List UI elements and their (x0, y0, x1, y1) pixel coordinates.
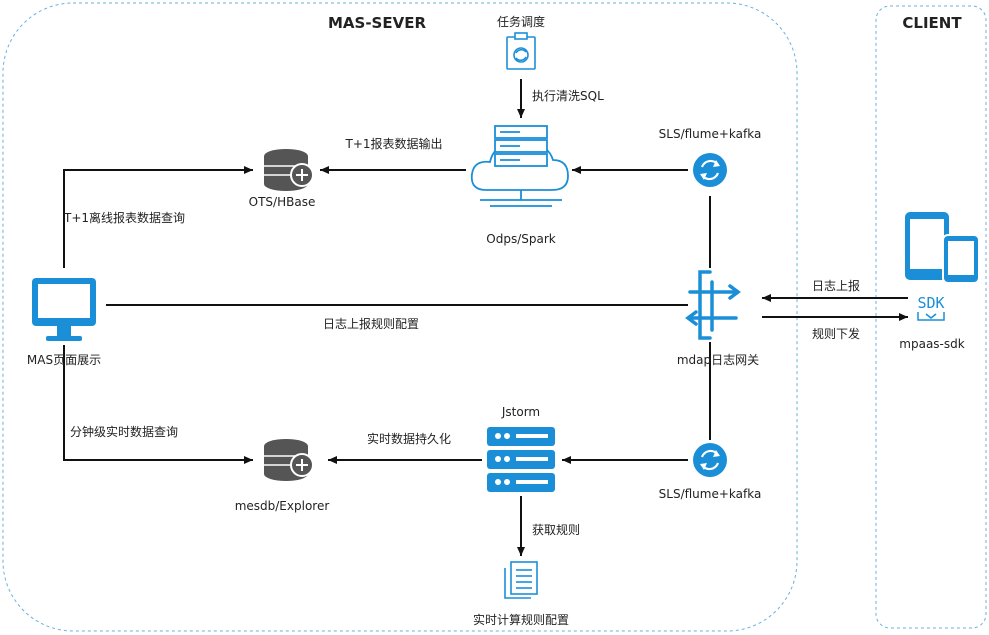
sync-icon-bottom (693, 443, 727, 477)
gateway-icon (685, 270, 741, 340)
monitor-icon (32, 278, 96, 341)
jstorm-label: Jstorm (501, 405, 540, 419)
scheduler-label: 任务调度 (497, 14, 545, 29)
edge-mas-to-ots (63, 166, 253, 268)
ots-label: OTS/HBase (249, 195, 316, 209)
sync-icon-top (693, 153, 727, 187)
connections (63, 79, 908, 556)
odps-label: Odps/Spark (486, 232, 555, 246)
get-rules-label: 获取规则 (532, 522, 580, 537)
client-title: CLIENT (902, 14, 962, 32)
log-rule-config-label: 日志上报规则配置 (323, 316, 419, 331)
server-rack-icon (487, 427, 555, 492)
server-boundary (2, 2, 798, 632)
database-icon (264, 149, 314, 191)
rule-dispatch-label: 规则下发 (812, 326, 860, 341)
sdk-glyph: SDK (917, 294, 944, 312)
mesdb-label: mesdb/Explorer (235, 499, 330, 513)
clipboard-icon (506, 32, 536, 70)
realtime-persist-label: 实时数据持久化 (367, 431, 451, 446)
log-report-label: 日志上报 (812, 278, 860, 293)
sdk-icon: SDK (917, 294, 945, 321)
mdap-label: mdap日志网关 (677, 353, 759, 367)
minute-query-label: 分钟级实时数据查询 (70, 424, 178, 439)
exec-sql-label: 执行清洗SQL (532, 89, 604, 103)
tablet-phone-icon (905, 212, 980, 284)
t1-query-label: T+1离线报表数据查询 (63, 210, 185, 225)
sls-bottom-label: SLS/flume+kafka (659, 487, 762, 501)
edge-mas-to-mesdb (63, 345, 253, 464)
cloud-server-icon (470, 125, 569, 207)
t1-output-label: T+1报表数据输出 (344, 136, 442, 151)
rule-config-label: 实时计算规则配置 (473, 612, 569, 627)
sls-top-label: SLS/flume+kafka (659, 127, 762, 141)
server-title: MAS-SEVER (328, 14, 426, 32)
mas-label: MAS页面展示 (27, 353, 101, 367)
sdk-label: mpaas-sdk (899, 337, 964, 351)
database-icon-bottom (264, 439, 314, 481)
document-icon (504, 561, 538, 599)
